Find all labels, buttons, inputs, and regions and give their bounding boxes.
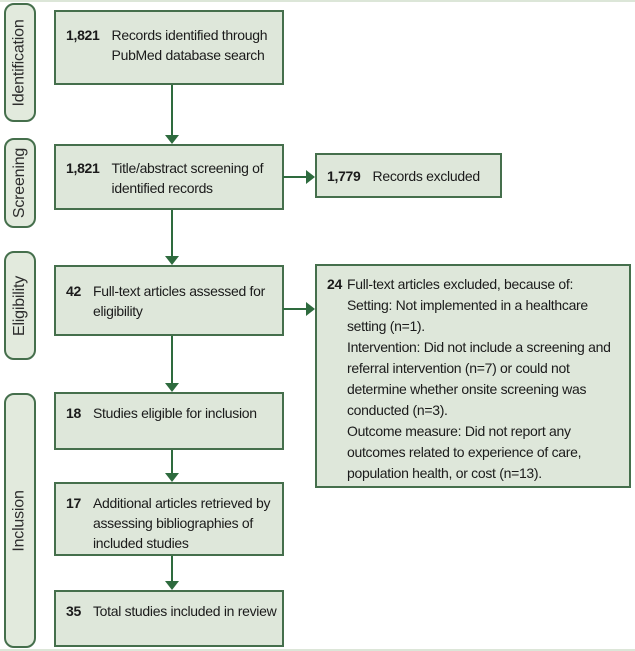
count-studies-eligible: 18 [66, 405, 81, 421]
count-records-excluded: 1,779 [327, 168, 361, 184]
arrow-stem [171, 450, 173, 474]
stage-label-eligibility: Eligibility [4, 251, 36, 360]
stage-label-text: Eligibility [11, 275, 29, 336]
arrow-head [306, 302, 315, 316]
count-additional-articles: 17 [66, 495, 81, 511]
box-records-identified: 1,821 Records identified through PubMed … [54, 10, 284, 85]
count-fulltext-assessed: 42 [66, 283, 81, 299]
count-title-abstract-screening: 1,821 [66, 160, 100, 176]
arrow-fulltext-to-eligible [165, 336, 179, 392]
text-records-excluded: Records excluded [372, 168, 481, 184]
text-title-abstract-screening: Title/abstract screening of identified r… [111, 160, 264, 196]
arrow-stem [171, 556, 173, 582]
bottom-edge-strip [0, 649, 635, 651]
top-edge-strip [0, 0, 635, 2]
stage-label-text: Screening [11, 147, 28, 219]
box-additional-articles: 17 Additional articles retrieved by asse… [54, 482, 284, 556]
stage-label-screening: Screening [4, 138, 36, 228]
arrow-eligible-to-additional [165, 450, 179, 482]
stage-label-text: Inclusion [11, 489, 29, 552]
fulltext-excluded-reason-setting: Setting: Not implemented in a healthcare… [346, 297, 588, 334]
arrow-stem [171, 85, 173, 136]
box-records-excluded: 1,779 Records excluded [315, 153, 502, 198]
arrow-head [165, 383, 179, 392]
count-records-identified: 1,821 [66, 27, 100, 43]
stage-label-inclusion: Inclusion [4, 393, 36, 648]
fulltext-excluded-intro: Full-text articles excluded, because of: [346, 276, 574, 292]
box-studies-eligible: 18 Studies eligible for inclusion [54, 392, 284, 450]
stage-label-identification: Identification [4, 3, 36, 122]
text-fulltext-assessed: Full-text articles assessed for eligibil… [92, 283, 265, 319]
arrow-additional-to-total [165, 556, 179, 590]
arrow-stem [171, 336, 173, 384]
fulltext-excluded-reason-intervention: Intervention: Did not include a screenin… [346, 339, 611, 418]
arrow-screening-to-fulltext [165, 210, 179, 265]
arrow-head [165, 581, 179, 590]
text-studies-eligible: Studies eligible for inclusion [92, 405, 257, 421]
arrow-identified-to-screening [165, 85, 179, 144]
count-total-studies: 35 [66, 603, 81, 619]
text-total-studies: Total studies included in review [92, 603, 277, 619]
arrow-head [306, 170, 315, 184]
arrow-stem [283, 308, 307, 310]
box-fulltext-excluded: 24 Full-text articles excluded, because … [315, 264, 631, 488]
arrow-head [165, 135, 179, 144]
arrow-stem [171, 210, 173, 257]
box-title-abstract-screening: 1,821 Title/abstract screening of identi… [54, 144, 284, 210]
stage-label-text: Identification [11, 18, 29, 107]
fulltext-excluded-reason-outcome: Outcome measure: Did not report any outc… [346, 423, 582, 481]
arrow-fulltext-to-excluded [283, 302, 315, 316]
text-records-identified: Records identified through PubMed databa… [111, 27, 268, 63]
text-additional-articles: Additional articles retrieved by assessi… [92, 495, 271, 551]
arrow-head [165, 256, 179, 265]
arrow-screening-to-excluded [283, 170, 315, 184]
count-fulltext-excluded: 24 [327, 276, 342, 292]
text-fulltext-excluded: Full-text articles excluded, because of:… [347, 274, 623, 484]
box-total-studies: 35 Total studies included in review [54, 590, 284, 647]
arrow-stem [283, 176, 307, 178]
box-fulltext-assessed: 42 Full-text articles assessed for eligi… [54, 265, 284, 336]
arrow-head [165, 473, 179, 482]
